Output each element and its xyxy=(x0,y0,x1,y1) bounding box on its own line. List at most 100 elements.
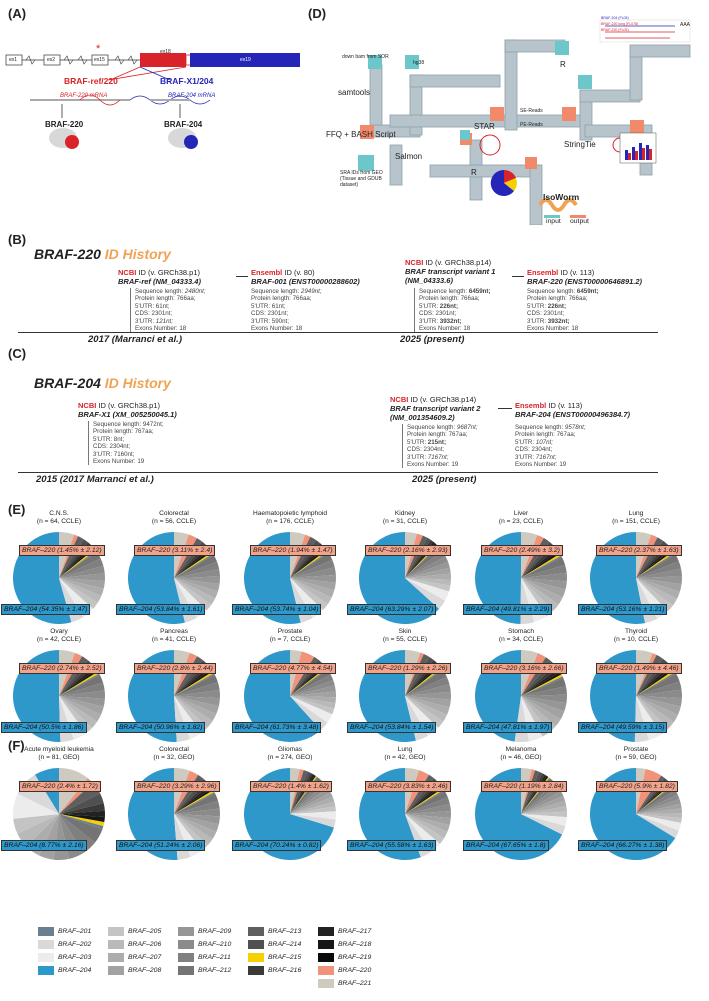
pie-slice-braf-208 xyxy=(405,696,451,708)
pie-slice-braf-205 xyxy=(636,814,682,823)
pie-label-braf-204: BRAF–204 (66.27% ± 1.38) xyxy=(578,840,668,851)
pie-slice-braf-207 xyxy=(59,696,102,722)
legend-swatch xyxy=(108,953,124,962)
pie-label-braf-204: BRAF–204 (49.59% ± 3.15) xyxy=(578,722,668,733)
legend-swatch xyxy=(38,940,54,949)
protein-204-label: BRAF-204 xyxy=(164,120,203,129)
pie-slice-braf-207 xyxy=(636,808,682,814)
pie-slice-braf-206 xyxy=(59,578,102,603)
legend-output: output xyxy=(570,218,589,225)
pie-slice-braf-215 xyxy=(290,550,328,578)
pie-slice-braf-211 xyxy=(290,559,335,578)
legend-item: BRAF–201 xyxy=(38,927,91,936)
legend-item: BRAF–207 xyxy=(108,953,161,962)
legend-label: BRAF–208 xyxy=(128,967,162,974)
ref-label: BRAF-ref/220 xyxy=(64,76,118,86)
exon-1-box xyxy=(5,54,23,66)
b-entry-1-version: ID (v. GRCh38.p1) xyxy=(138,268,200,277)
pie-slice-braf-205 xyxy=(405,578,451,592)
legend-item: BRAF–206 xyxy=(108,940,161,949)
pie-slice-braf-212 xyxy=(521,677,566,696)
c-entry-2-header: NCBI ID (v. GRCh38.p14) BRAF transcript … xyxy=(390,395,481,422)
legend-swatch xyxy=(248,927,264,936)
pie-slice-braf-203 xyxy=(521,814,567,827)
pie-title: C.N.S.(n = 64, CCLE) xyxy=(36,510,82,525)
pie-slice-braf-205 xyxy=(405,696,444,728)
pie-slice-braf-217 xyxy=(521,548,559,578)
pie-slice-braf-212 xyxy=(405,669,447,696)
c-entry-3-header: Ensembl ID (v. 113) BRAF-204 (ENST000004… xyxy=(515,401,631,419)
pie-slice-braf-209 xyxy=(521,578,567,590)
pie-title: Thyroid(n = 10, CCLE) xyxy=(613,628,659,643)
pie-label-braf-204: BRAF–204 (8.77% ± 2.16) xyxy=(1,840,87,851)
c-year-1: 2015 (2017 Marranci et al.) xyxy=(36,474,154,485)
pie-slice-braf-209 xyxy=(290,788,331,814)
legend-item: BRAF–203 xyxy=(38,953,91,962)
b-entry-1-header: NCBI ID (v. GRCh38.p1) BRAF-ref (NM_0433… xyxy=(118,268,201,286)
legend-item: BRAF–211 xyxy=(178,953,231,962)
panel-a-gene-diagram xyxy=(5,53,300,149)
pie-slice-braf-208 xyxy=(636,696,681,715)
note-down-bam: down bam from SOR xyxy=(342,54,389,60)
tool-r-top: R xyxy=(560,60,566,69)
legend-label: BRAF–216 xyxy=(268,967,302,974)
pie-slice-braf-207 xyxy=(174,696,217,721)
pie-slice-braf-208 xyxy=(290,792,333,814)
b-entry-3-details: Sequence length: 6459nt; Protein length:… xyxy=(414,288,491,333)
pie-slice-braf-206 xyxy=(17,814,60,847)
b-entry-2-details: Sequence length: 2949nt; Protein length:… xyxy=(251,288,322,333)
pie-slice-braf-210 xyxy=(174,808,220,817)
pie-slice-braf-209 xyxy=(636,696,682,707)
pie-slice-braf-202 xyxy=(405,578,445,609)
pie-slice-braf-205 xyxy=(521,811,567,818)
pie-slice-braf-210 xyxy=(59,565,105,578)
c-entry-1-details: Sequence length: 9472nt; Protein length:… xyxy=(88,421,164,466)
pie-slice-braf-207 xyxy=(521,696,561,727)
pie-label-braf-220: BRAF–220 (3.16% ± 2.66) xyxy=(481,663,567,674)
pie-slice-braf-209 xyxy=(290,685,336,696)
legend-label: BRAF–214 xyxy=(268,941,302,948)
mutation-star: * xyxy=(96,43,101,55)
note-se-reads: SE-Reads xyxy=(520,108,543,114)
pie-title: Colorectal(n = 32, GEO) xyxy=(153,746,195,761)
legend-item: BRAF–209 xyxy=(178,927,231,936)
transcript-220-label: BRAF-220 (FL05) xyxy=(601,28,629,32)
pie-slice-braf-207 xyxy=(521,800,567,814)
pie-slice-braf-206 xyxy=(59,696,98,729)
pie-slice-braf-203 xyxy=(290,696,333,723)
legend-swatch xyxy=(178,966,194,975)
pie-slice-braf-203 xyxy=(13,793,59,819)
pie-slice-braf-211 xyxy=(636,681,682,696)
pie-slice-braf-206 xyxy=(174,578,216,605)
pie-slice-braf-209 xyxy=(405,561,450,578)
pie-slice-braf-201 xyxy=(174,553,214,578)
pie-slice-braf-208 xyxy=(521,795,566,814)
tool-ffq: FFQ + BASH Script xyxy=(326,130,396,139)
legend-item: BRAF–208 xyxy=(108,966,161,975)
pie-slice-braf-209 xyxy=(405,811,451,819)
pie-slice-braf-205 xyxy=(13,814,59,834)
pie-label-braf-220: BRAF–220 (1.29% ± 2.26) xyxy=(365,663,451,674)
pie-slice-braf-215 xyxy=(636,551,675,578)
pie-label-braf-204: BRAF–204 (53.74% ± 1.04) xyxy=(232,604,322,615)
pie-slice-braf-212 xyxy=(521,557,566,578)
pie-label-braf-204: BRAF–204 (47.81% ± 1.97) xyxy=(463,722,553,733)
legend-label: BRAF–206 xyxy=(128,941,162,948)
pie-slice-braf-208 xyxy=(174,696,219,714)
panel-c-title-history: ID History xyxy=(104,375,171,391)
legend-label: BRAF–203 xyxy=(58,954,92,961)
tool-star: STAR xyxy=(474,122,495,131)
legend-label: BRAF–209 xyxy=(198,928,232,935)
legend-item: BRAF–217 xyxy=(318,927,371,936)
pie-slice-braf-207 xyxy=(521,578,563,605)
pie-chart xyxy=(13,650,105,742)
panel-b-title-history: ID History xyxy=(104,246,171,262)
c-entry-3-details: Sequence length: 9578nt; Protein length:… xyxy=(515,424,586,469)
panel-e-label: (E) xyxy=(8,502,26,517)
pie-slice-braf-215 xyxy=(174,551,214,578)
pie-slice-braf-201 xyxy=(174,791,216,814)
pie-slice-braf-211 xyxy=(636,790,678,814)
legend-label: BRAF–207 xyxy=(128,954,162,961)
legend-item: BRAF–210 xyxy=(178,940,231,949)
pie-slice-braf-208 xyxy=(636,578,682,592)
